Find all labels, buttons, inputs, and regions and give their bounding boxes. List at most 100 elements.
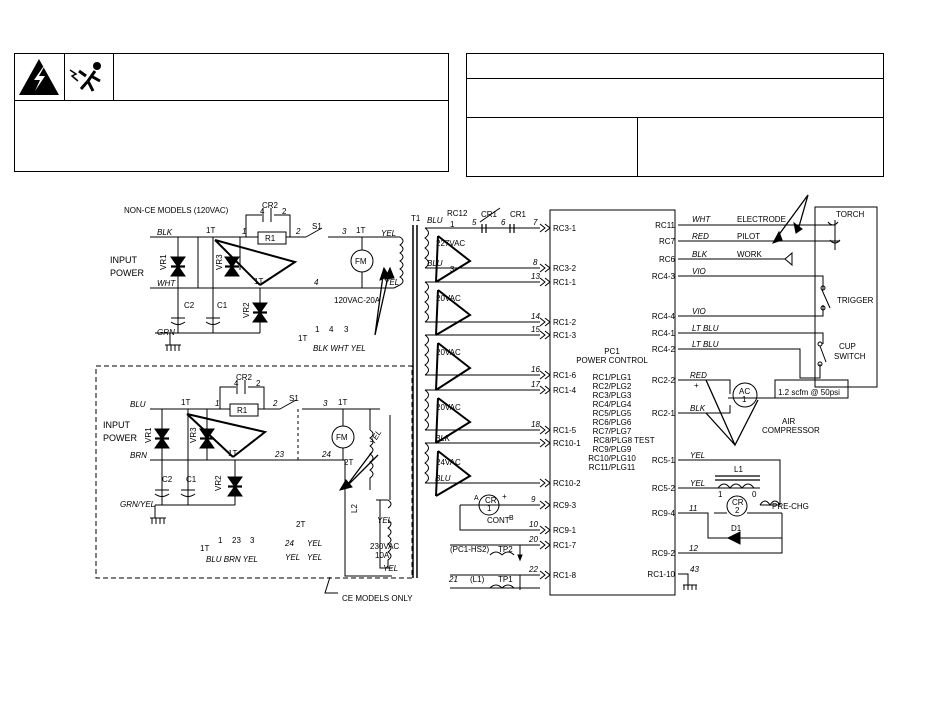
pin-rc9-2: RC9-2 <box>652 549 676 558</box>
right-wire-wht: WHT <box>692 215 711 224</box>
noce-node-1t-a: 1T <box>206 226 215 235</box>
noce-node-4: 4 <box>314 278 319 287</box>
pc1-plug-2: RC2/PLG2 <box>593 382 632 391</box>
ce-term-num-23: 23 <box>232 536 241 545</box>
ce-t2-r1-b: YEL <box>307 539 322 548</box>
cr1-a-label: CR1 <box>481 210 498 219</box>
misc-tp1-ref: (L1) <box>470 575 485 584</box>
noce-cr2-pin-4: 4 <box>260 207 265 216</box>
transformer-t1 <box>412 207 540 578</box>
pc1-plug-3: RC3/PLG3 <box>593 391 632 400</box>
pin-rc2-2: RC2-2 <box>652 376 676 385</box>
ce-t2-r2-b: YEL <box>307 553 322 562</box>
ac-num: 1 <box>742 395 747 404</box>
right-wire-vio-1: VIO <box>692 267 706 276</box>
right-wire-vio-2: VIO <box>692 307 706 316</box>
misc-plus: + <box>502 492 507 501</box>
warning-panel <box>14 53 449 172</box>
work-label: WORK <box>737 250 763 259</box>
pc1-plug-9: RC9/PLG9 <box>593 445 632 454</box>
pin-rc3-1: RC3-1 <box>553 224 577 233</box>
w3-node-16: 16 <box>531 365 540 374</box>
noce-rating: 120VAC-20A <box>334 296 381 305</box>
winding-label-2: 20VAC <box>436 294 461 303</box>
ce-l2: L2 <box>350 504 359 513</box>
right-wire-yel-1: YEL <box>690 451 705 460</box>
misc-a: A <box>474 495 479 502</box>
ce-node-1t-c: 1T <box>338 398 347 407</box>
misc-tp2-ref: (PC1-HS2) <box>450 545 489 554</box>
noce-wire-grn: GRN <box>157 328 175 337</box>
ce-term-num-1: 1 <box>218 536 223 545</box>
pin-rc10-2: RC10-2 <box>553 479 581 488</box>
noce-input-label-1: INPUT <box>110 255 138 265</box>
shock-icon-cell <box>64 54 114 100</box>
noce-wire-yel-1: YEL <box>381 229 396 238</box>
noce-s1: S1 <box>312 222 322 231</box>
ce-t2-r1-a: 24 <box>284 539 294 548</box>
w1-node-8: 8 <box>533 258 538 267</box>
noce-node-3: 3 <box>342 227 347 236</box>
ce-node-24: 24 <box>321 450 331 459</box>
pin-rc5-1: RC5-1 <box>652 456 676 465</box>
noce-c1: C1 <box>217 301 228 310</box>
transformer-name: T1 <box>411 214 421 223</box>
pc1-board <box>549 209 676 596</box>
electrode-label: ELECTRODE <box>737 215 786 224</box>
w4-node-18: 18 <box>531 420 540 429</box>
ce-cr2-pin-4: 4 <box>234 379 239 388</box>
noce-node-1t-b: 1T <box>254 277 263 286</box>
ce-rating-1: 230VAC <box>370 542 399 551</box>
noce-title: NON-CE MODELS (120VAC) <box>124 206 229 215</box>
noce-r1: R1 <box>265 234 276 243</box>
right-wire-ltblu-1: LT BLU <box>692 324 719 333</box>
pc1-name: PC1 <box>604 347 620 356</box>
misc-node-10: 10 <box>529 520 538 529</box>
cup-switch-label-2: SWITCH <box>834 352 866 361</box>
pc1-plug-10: RC10/PLG10 <box>588 454 636 463</box>
pin-rc4-1: RC4-1 <box>652 329 676 338</box>
ce-footer: CE MODELS ONLY <box>342 594 413 603</box>
info-row-1 <box>467 78 883 79</box>
pin-rc4-2: RC4-2 <box>652 345 676 354</box>
winding-label-5: 24VAC <box>436 458 461 467</box>
right-wire-blk: BLK <box>692 250 708 259</box>
noce-vr2: VR2 <box>242 302 251 318</box>
ce-t2-r2-a: YEL <box>285 553 300 562</box>
pin-rc9-3: RC9-3 <box>553 501 577 510</box>
pc1-plug-5: RC5/PLG5 <box>593 409 632 418</box>
ce-wire-yel-2: YEL <box>377 516 392 525</box>
misc-b: B <box>509 515 514 522</box>
ce-vr3: VR3 <box>189 427 198 443</box>
l1-label: L1 <box>734 465 743 474</box>
w1-node-7: 7 <box>533 218 538 227</box>
winding-label-1: 227VAC <box>436 239 465 248</box>
air-comp-label-1: AIR <box>782 417 796 426</box>
ac-plus: + <box>694 381 699 390</box>
right-wire-red: RED <box>692 232 709 241</box>
misc-tp1-name: TP1 <box>498 575 513 584</box>
pc1-left-misc <box>450 494 540 590</box>
right-node-11: 11 <box>689 504 697 513</box>
cr1-b-label: CR1 <box>510 210 527 219</box>
pin-rc1-8: RC1-8 <box>553 571 577 580</box>
noce-input-label-2: POWER <box>110 268 145 278</box>
ce-wire-brn: BRN <box>130 451 147 460</box>
noce-labels: NON-CE MODELS (120VAC) INPUT POWER BLK W… <box>110 201 399 353</box>
w2-node-14: 14 <box>531 312 540 321</box>
pre-chg-label: PRE-CHG <box>772 502 809 511</box>
misc-node-20: 20 <box>528 535 538 544</box>
ce-input-label-2: POWER <box>103 433 138 443</box>
pc1-plug-11: RC11/PLG11 <box>589 463 636 472</box>
winding-label-4: 20VAC <box>436 403 461 412</box>
misc-node-21: 21 <box>448 575 458 584</box>
ce-wire-yel-3: YEL <box>383 564 398 573</box>
w5-wire-blk: BLK <box>435 434 451 443</box>
info-column-divider <box>637 117 638 177</box>
misc-node-9: 9 <box>531 495 536 504</box>
ce-node-2t: 2T <box>344 458 353 467</box>
ce-t2-label: 2T <box>296 520 305 529</box>
cr2-label: CR <box>732 498 744 507</box>
pc1-plug-4: RC4/PLG4 <box>593 400 632 409</box>
misc-node-22: 22 <box>528 565 538 574</box>
